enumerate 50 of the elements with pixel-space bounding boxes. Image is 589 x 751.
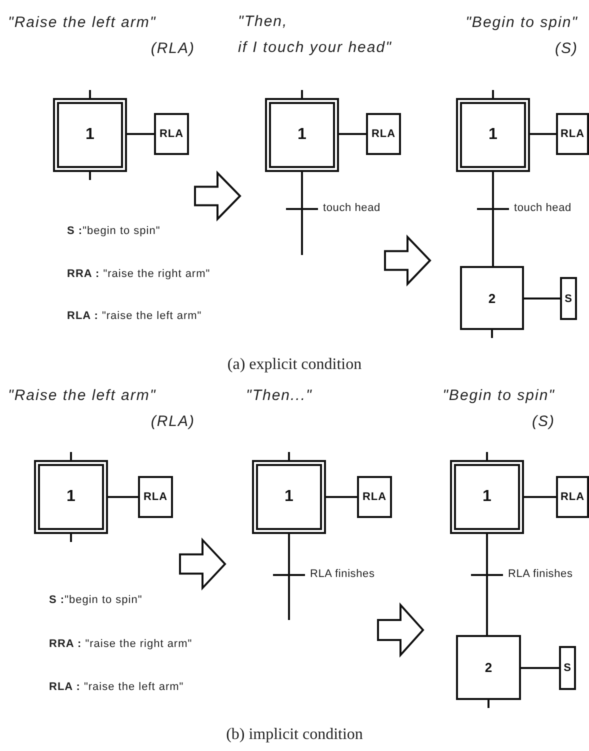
initial-step-box: 1	[265, 98, 339, 172]
connector-line	[326, 496, 357, 498]
legend-note: RLA : "raise the left arm"	[67, 310, 202, 322]
action-box: RLA	[556, 113, 589, 155]
initial-step-box: 1	[252, 460, 326, 534]
subfigure-caption: (b) implicit condition	[225, 726, 364, 744]
action-box: RLA	[138, 476, 173, 518]
subfigure-caption: (a) explicit condition	[226, 356, 363, 374]
action-box: RLA	[154, 113, 189, 155]
step-box: 2	[456, 635, 521, 700]
action-box: RLA	[357, 476, 392, 518]
connector-line	[492, 172, 494, 266]
quote-text: "Begin to spin"	[442, 387, 555, 404]
connector-line	[127, 133, 154, 135]
legend-note: S :"begin to spin"	[49, 594, 142, 606]
quote-text: "Begin to spin"	[464, 14, 578, 31]
transition-condition: RLA finishes	[310, 568, 375, 580]
connector-line	[524, 496, 556, 498]
quote-text: "Then..."	[246, 387, 312, 404]
legend-note: RLA : "raise the left arm"	[49, 681, 184, 693]
connector-line	[524, 298, 560, 300]
legend-note: RRA : "raise the right arm"	[67, 268, 210, 280]
quote-text: "Raise the left arm"	[8, 14, 156, 31]
action-box: S	[559, 646, 576, 690]
connector-line	[108, 496, 138, 498]
action-box: S	[560, 277, 577, 320]
connector-line	[301, 172, 303, 255]
quote-text: (S)	[531, 413, 555, 430]
initial-step-box: 1	[450, 460, 524, 534]
step-box: 2	[460, 266, 524, 330]
quote-text: (RLA)	[150, 40, 195, 57]
connector-line	[530, 133, 556, 135]
quote-text: "Raise the left arm"	[8, 387, 156, 404]
legend-note: RRA : "raise the right arm"	[49, 638, 192, 650]
action-box: RLA	[366, 113, 401, 155]
initial-step-box: 1	[456, 98, 530, 172]
action-box: RLA	[556, 476, 589, 518]
transition-condition: touch head	[323, 202, 380, 214]
transition-condition: RLA finishes	[508, 568, 573, 580]
legend-note: S :"begin to spin"	[67, 225, 160, 237]
quote-text: (RLA)	[150, 413, 195, 430]
connector-line	[486, 534, 488, 635]
quote-text: (S)	[554, 40, 578, 57]
transition-condition: touch head	[514, 202, 572, 214]
initial-step-box: 1	[53, 98, 127, 172]
initial-step-box: 1	[34, 460, 108, 534]
connector-line	[521, 667, 559, 669]
quote-text: "Then, if I touch your head"	[238, 12, 392, 58]
connector-line	[339, 133, 366, 135]
connector-line	[288, 534, 290, 620]
